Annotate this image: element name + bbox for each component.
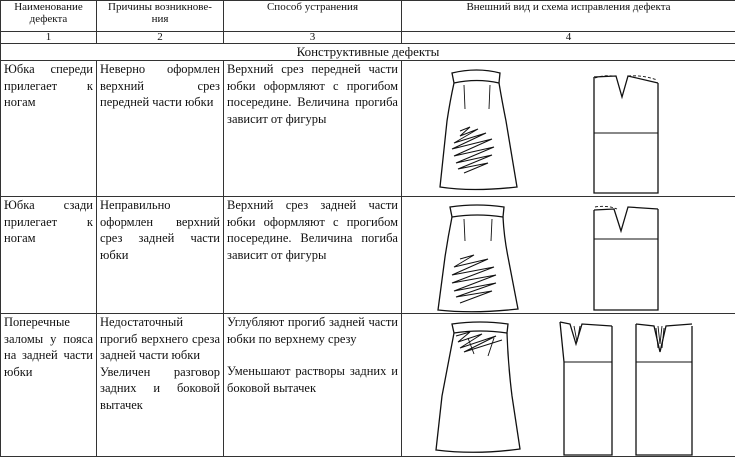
column-number-row: 1 2 3 4 xyxy=(1,32,735,44)
column-number-3: 3 xyxy=(224,32,402,44)
defect-name: Юбка сзади прилегает к ногам xyxy=(1,197,97,314)
header-remedy: Способ устранения xyxy=(224,1,402,32)
defect-fix: Верхний срез передней части юбки оформля… xyxy=(224,61,402,197)
defect-name: Поперечные заломы у пояса на задней част… xyxy=(1,314,97,457)
defect-cause: Неправильно оформлен верхний срез задней… xyxy=(97,197,224,314)
defect-fix: Верхний срез задней части юбки оформляют… xyxy=(224,197,402,314)
table-row: Юбка спереди прилегает к ногам Неверно о… xyxy=(1,61,735,197)
header-row: Наименование дефекта Причины возникнове-… xyxy=(1,1,735,32)
defect-figure xyxy=(402,314,735,457)
defect-fix-2: Уменьшают растворы задних и боковой выта… xyxy=(227,363,398,396)
header-appearance: Внешний вид и схема исправления дефекта xyxy=(402,1,735,32)
section-row: Конструктивные дефекты xyxy=(1,44,735,61)
defect-fix: Углубляют прогиб задней части юбки по ве… xyxy=(224,314,402,457)
column-number-4: 4 xyxy=(402,32,735,44)
defect-cause: Неверно оформлен верхний срез передней ч… xyxy=(97,61,224,197)
defect-cause-1: Недостаточный прогиб верхнего среза задн… xyxy=(100,314,220,364)
table-row: Юбка сзади прилегает к ногам Неправильно… xyxy=(1,197,735,314)
column-number-1: 1 xyxy=(1,32,97,44)
defect-name: Юбка спереди прилегает к ногам xyxy=(1,61,97,197)
skirt-front-sketch-icon xyxy=(402,61,735,197)
header-defect-name: Наименование дефекта xyxy=(1,1,97,32)
table-row: Поперечные заломы у пояса на задней част… xyxy=(1,314,735,457)
defect-cause-2: Увеличен разговор задних и боковой вытач… xyxy=(100,364,220,414)
spacer xyxy=(227,347,398,363)
defect-figure xyxy=(402,197,735,314)
section-title: Конструктивные дефекты xyxy=(1,44,735,61)
skirt-back-sketch-icon xyxy=(402,197,735,314)
header-causes: Причины возникнове-ния xyxy=(97,1,224,32)
skirt-folds-sketch-icon xyxy=(402,314,735,457)
defect-fix-1: Углубляют прогиб задней части юбки по ве… xyxy=(227,314,398,347)
defect-figure xyxy=(402,61,735,197)
defect-cause: Недостаточный прогиб верхнего среза задн… xyxy=(97,314,224,457)
column-number-2: 2 xyxy=(97,32,224,44)
